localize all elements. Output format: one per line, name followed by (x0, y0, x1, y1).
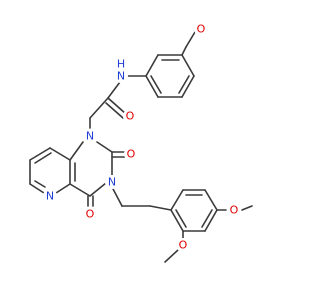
bond-o-aryl-top (181, 46, 187, 56)
bond-c8-c7 (29, 147, 51, 161)
bonds (29, 31, 253, 263)
bond-ring2-c (204, 189, 218, 211)
bond-c8a-c8 (49, 147, 71, 161)
oxygen-methoxy-bottom-label: O (179, 239, 188, 252)
bond-ch2-aryl (149, 205, 172, 211)
oxygen-amide-label: O (126, 110, 135, 123)
bond-amide-co-1 (107, 97, 127, 115)
bond-ring2-a (170, 189, 184, 211)
oxygen-c4-label: O (86, 208, 95, 221)
bond-ring1-e (181, 75, 195, 98)
atom-labels: O N H O N N O N O O O (43, 22, 241, 252)
bond-carbonyl-ch2 (89, 97, 109, 119)
nitrogen-n1-label: N (86, 130, 94, 143)
bond-ring2-inner-b (201, 209, 213, 228)
structure-svg: O N H O N N O N O O O (29, 22, 253, 263)
bond-c4-c4a (69, 183, 91, 197)
bond-n1-c2 (96, 141, 113, 153)
bond-nh-carbonyl (107, 81, 121, 99)
bond-ring1-f (181, 54, 195, 77)
bond-n5-c4a (55, 183, 71, 194)
bond-ring2-inner-c (175, 209, 187, 228)
hydrogen-amide-label: H (117, 58, 125, 71)
nitrogen-amide-label: N (117, 70, 125, 83)
bond-c8a-n1 (69, 141, 84, 161)
bond-c6-n5 (29, 183, 45, 194)
bond-n3-c4 (89, 182, 107, 197)
bond-ring2-d (204, 209, 218, 232)
bond-methyl-o-top (185, 31, 196, 48)
bond-c8-c7-inner (34, 152, 52, 164)
bond-ring2-f (170, 209, 184, 232)
bond-ring1-inner-b (150, 75, 162, 94)
bond-amide-co-2 (105, 102, 124, 119)
oxygen-c2-label: O (127, 148, 136, 161)
bond-ring1-inner-c (178, 75, 190, 94)
bond-o-methyl-bottom (164, 249, 179, 263)
molecule-diagram: O N H O N N O N O O O (29, 22, 253, 263)
bond-n3-ch2 (111, 186, 123, 207)
bond-ring1-c (145, 75, 159, 98)
oxygen-methoxy-top-label: O (197, 23, 206, 36)
bond-o-methyl-right (241, 205, 253, 211)
bond-ring1-b (145, 54, 159, 77)
bond-c6-n5-inner (34, 180, 46, 188)
nitrogen-pyridine-label: N (46, 190, 54, 203)
oxygen-methoxy-right-label: O (230, 204, 239, 217)
nitrogen-n3-label: N (108, 176, 116, 189)
